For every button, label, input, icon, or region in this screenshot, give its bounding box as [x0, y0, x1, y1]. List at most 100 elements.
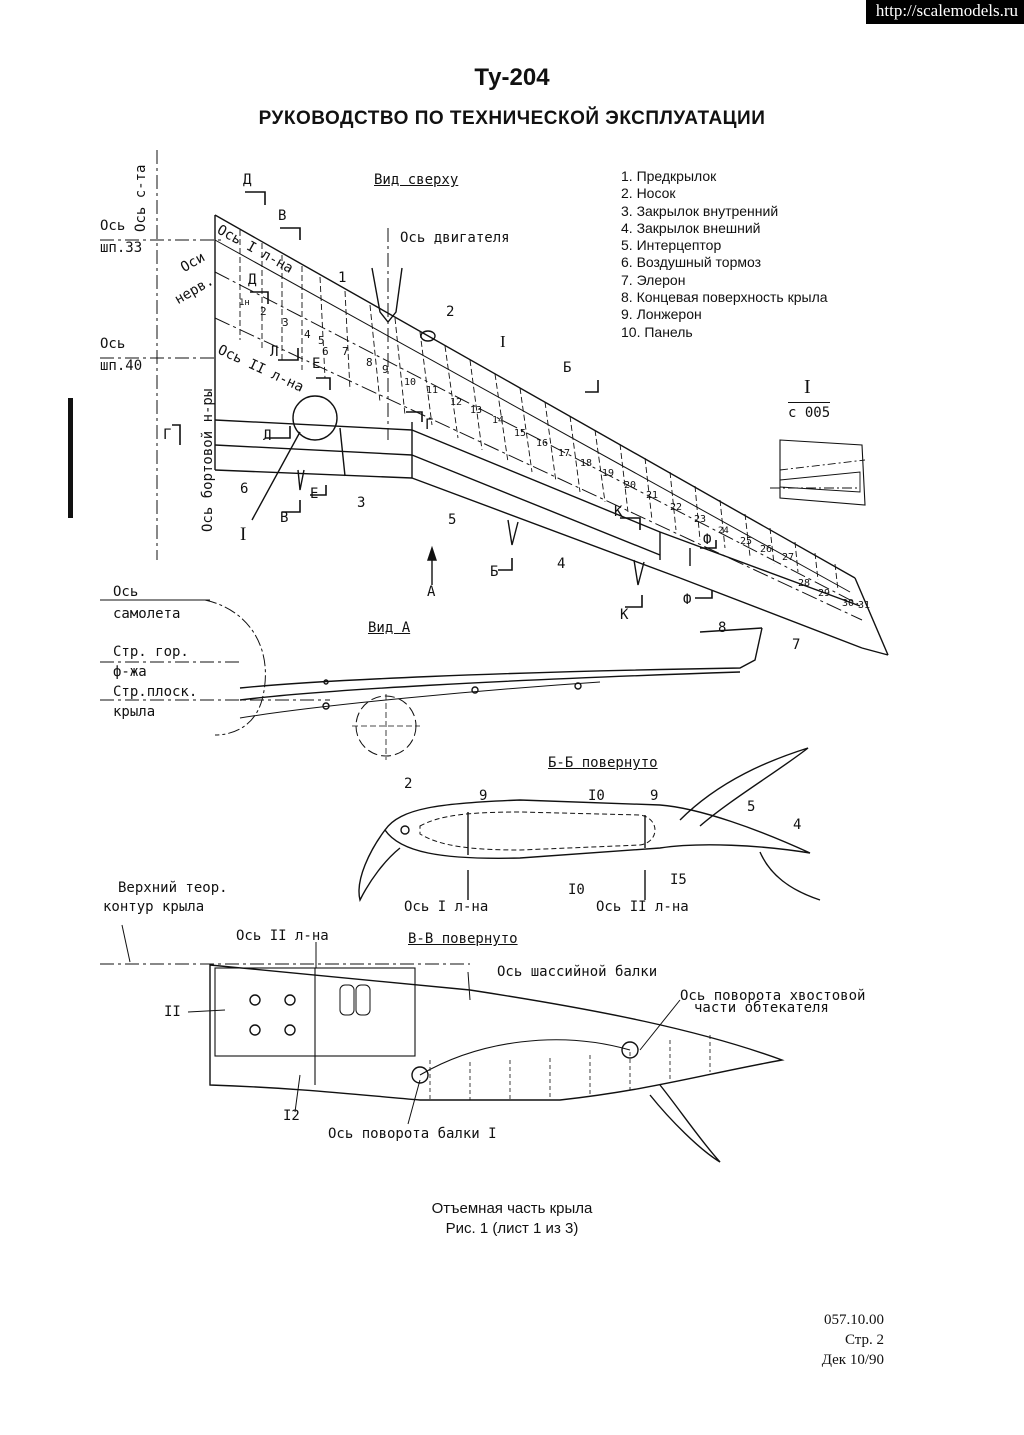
fuselage-datum-label: ф-жа: [113, 664, 147, 680]
part-number: I2: [283, 1108, 300, 1124]
rib-number: 8: [366, 356, 373, 369]
part-number: 5: [747, 799, 756, 815]
fairing-pivot-label: Ось поворота хвостовой: [680, 988, 866, 1004]
section-bb: [358, 747, 821, 903]
rib-number: 31: [858, 600, 871, 611]
spar2-axis-label: Ось II л-на: [236, 928, 329, 944]
section-mark: К: [620, 607, 629, 623]
rib-number: 3: [282, 316, 289, 329]
part-number: II: [164, 1004, 181, 1020]
section-mark: В: [278, 208, 287, 224]
rib-number: 28: [798, 578, 811, 589]
part-number: 7: [792, 637, 801, 653]
part-number: 5: [448, 512, 457, 528]
watermark: http://scalemodels.ru: [865, 0, 1024, 24]
wing-datum-label: Стр.плоск.: [113, 684, 198, 700]
rib-number: 11: [426, 385, 439, 396]
section-mark: В: [280, 510, 289, 526]
section-vv-title: В-В повернуто: [408, 931, 518, 947]
legend-item: 1. Предкрылок: [621, 168, 717, 184]
plane-axis-label: Ось: [113, 584, 139, 600]
rib-number: 23: [694, 514, 707, 525]
section-mark: Л: [270, 344, 279, 360]
fuselage-axis-label: Ось с-та: [133, 164, 149, 232]
rib-number: 25: [740, 536, 753, 547]
section-mark: Е: [310, 486, 319, 502]
sp33-axis-label: шп.33: [100, 240, 143, 256]
legend-item: 10. Панель: [621, 323, 693, 340]
part-number: 9: [479, 788, 488, 804]
rib-number: 9: [382, 363, 389, 376]
figure-caption: Отъемная часть крыла: [431, 1200, 593, 1217]
page-subtitle: РУКОВОДСТВО ПО ТЕХНИЧЕСКОЙ ЭКСПЛУАТАЦИИ: [258, 108, 766, 129]
section-bb-title: Б-Б повернуто: [548, 755, 658, 771]
beam-pivot-label: Ось поворота балки I: [328, 1126, 497, 1142]
sp40-axis-label: Ось: [100, 336, 126, 352]
legend-item: 6. Воздушный тормоз: [621, 254, 762, 271]
upper-contour-label: контур крыла: [103, 899, 205, 915]
engine-axis-label: Ось двигателя: [400, 230, 510, 246]
detail-ref-sheet: с 005: [788, 402, 831, 421]
rib-number: 27: [782, 552, 795, 563]
rib-number: 29: [818, 588, 831, 599]
spar2-axis-label: Ось II л-на: [596, 899, 689, 915]
section-mark: Е: [312, 356, 321, 372]
rib-number: 5: [318, 334, 325, 347]
page-title: Ту-204: [474, 64, 550, 91]
rib-number: 10: [404, 377, 417, 388]
rib-number: 1н: [239, 298, 250, 308]
rib-number: 19: [602, 468, 615, 479]
rib-number: 13: [470, 405, 483, 416]
sp33-axis-label: Ось: [100, 218, 126, 234]
part-number: 4: [557, 556, 566, 572]
fairing-pivot-label: части обтекателя: [694, 1000, 829, 1016]
rib-number: 30: [842, 598, 855, 609]
view-a-arrow-label: А: [427, 584, 436, 600]
section-mark: Ф: [703, 532, 712, 548]
top-view-title: Вид сверху: [374, 172, 459, 188]
view-a: [100, 599, 763, 760]
wing-datum-label: крыла: [113, 704, 156, 720]
part-number: 8: [718, 620, 727, 636]
spar1-axis-label: Ось I л-на: [404, 899, 489, 915]
legend-item: 7. Элерон: [621, 271, 686, 288]
section-mark: Д: [248, 272, 257, 288]
part-number: I0: [588, 788, 605, 804]
rib-number: 17: [558, 448, 571, 459]
top-view-wing: [100, 150, 889, 656]
detail-i-sketch: [770, 439, 866, 506]
rib-number: 24: [718, 526, 729, 536]
legend-item: 3. Закрылок внутренний: [621, 202, 779, 219]
part-number: 6: [240, 481, 249, 497]
section-mark: Д: [243, 172, 252, 188]
part-number: I5: [670, 872, 687, 888]
plane-axis-label: самолета: [113, 606, 181, 622]
section-mark: К: [614, 504, 623, 520]
part-number: 9: [650, 788, 659, 804]
rib-number: 7: [342, 345, 349, 358]
margin-bar: [68, 398, 73, 518]
detail-marker: I: [240, 524, 247, 545]
rib-number: 14: [492, 415, 505, 426]
section-mark: Б: [563, 360, 572, 376]
part-number: 3: [357, 495, 366, 511]
legend-item: 5. Интерцептор: [621, 237, 722, 254]
legend-item: 4. Закрылок внешний: [621, 219, 761, 236]
part-number: 2: [446, 304, 455, 320]
rib-number: 6: [322, 345, 329, 358]
page-number: Стр. 2: [844, 1332, 884, 1348]
part-number: 4: [793, 817, 802, 833]
rib-number: 4: [304, 328, 311, 341]
gear-beam-axis-label: Ось шассийной балки: [497, 964, 658, 980]
rib-number: 16: [536, 438, 549, 449]
section-mark: Г: [425, 417, 434, 433]
rib-number: 20: [624, 480, 637, 491]
legend-item: 9. Лонжерон: [621, 306, 702, 323]
part-number: 2: [404, 776, 413, 792]
part-number: I0: [568, 882, 585, 898]
part-number: 1: [338, 270, 347, 286]
sp40-axis-label: шп.40: [100, 358, 143, 374]
rib-number: 26: [760, 544, 773, 555]
section-mark: Б: [490, 564, 499, 580]
